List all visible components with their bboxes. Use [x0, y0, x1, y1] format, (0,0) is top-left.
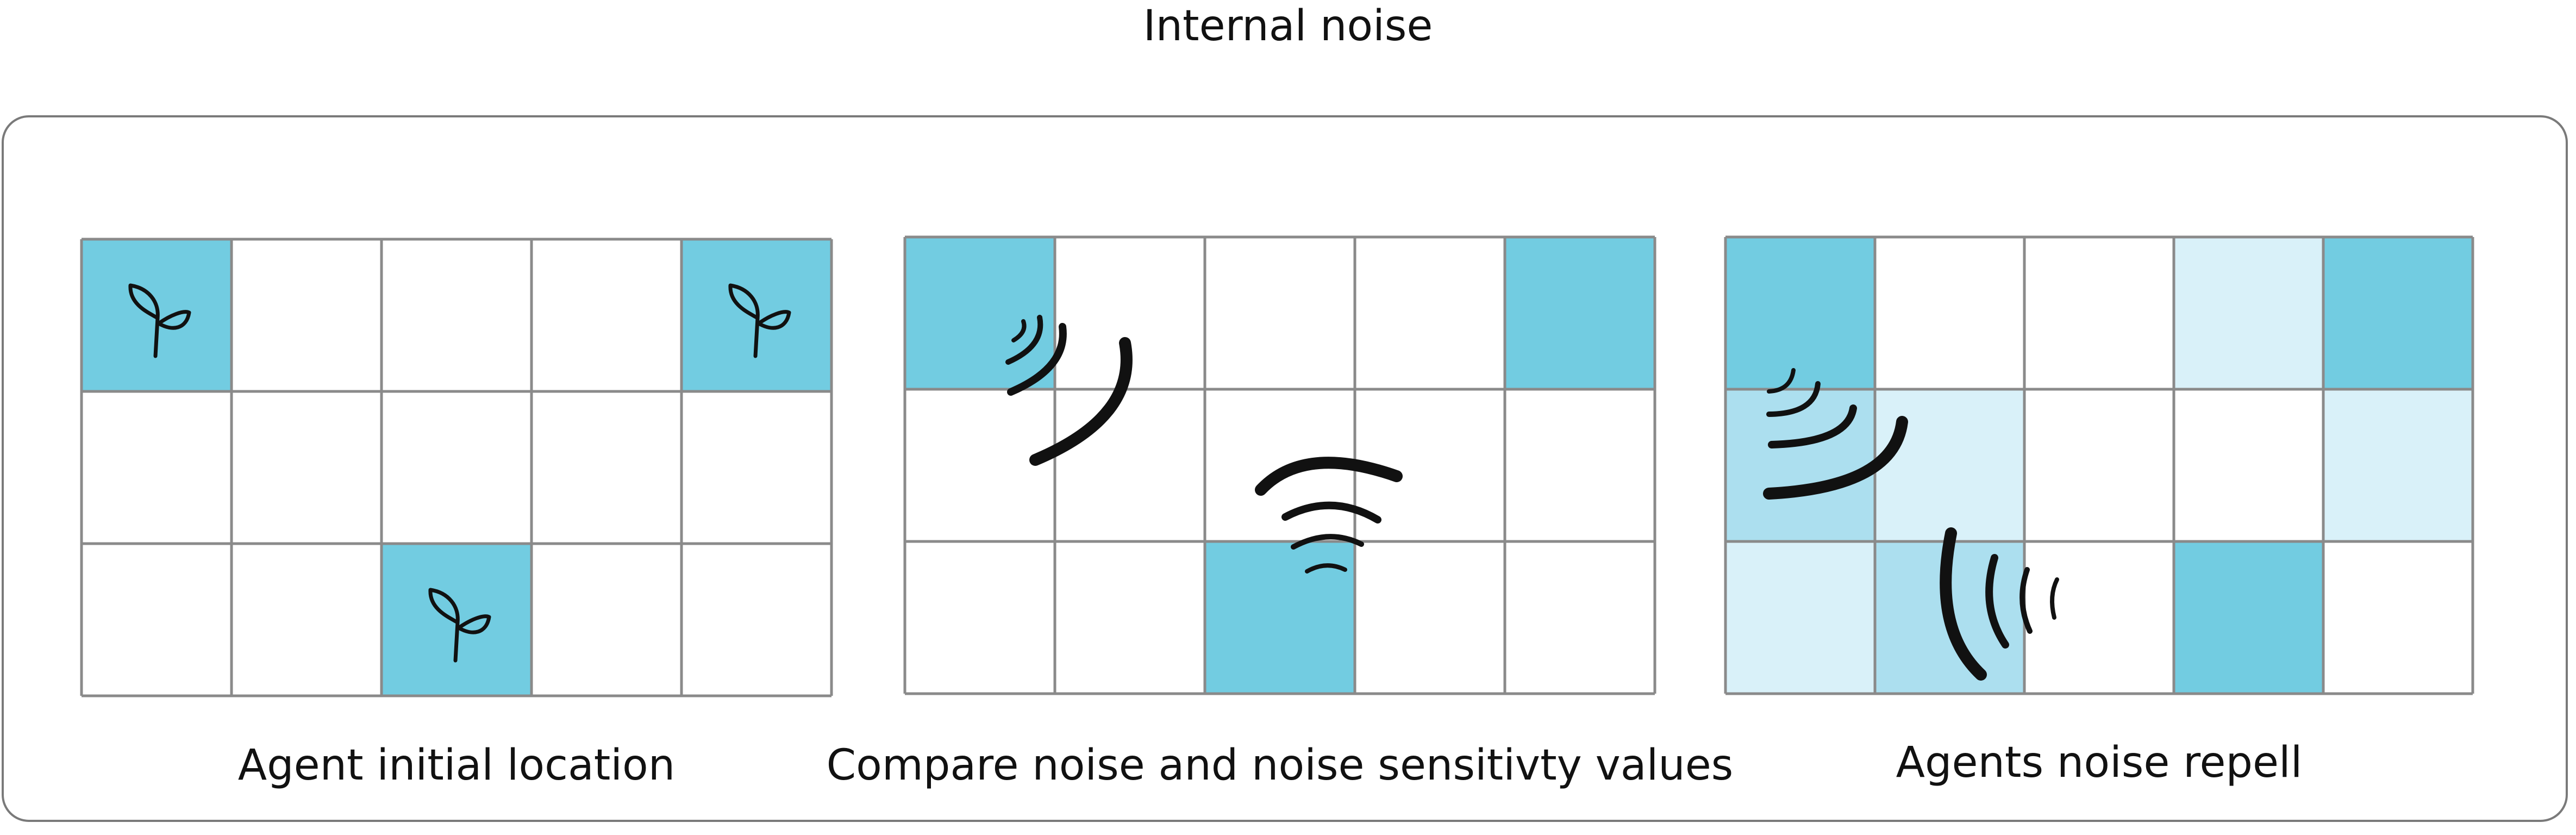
noise-wave-icon [1005, 315, 1133, 466]
caption-agents-noise-repell: Agents noise repell [1896, 738, 2303, 787]
grid-cell-light [2323, 389, 2473, 541]
grid-cell-agent [2323, 237, 2473, 389]
grid-cell-agent [1505, 237, 1655, 389]
panel-agents-noise-repell [1724, 235, 2474, 695]
grid-cell-agent [1725, 237, 1875, 389]
panel-compare-noise [903, 235, 1656, 695]
caption-agent-initial-location: Agent initial location [237, 741, 676, 790]
noise-wave-icon [1255, 457, 1403, 574]
grid-cell-light [2174, 237, 2323, 389]
sprout-icon [128, 283, 191, 358]
grid-cell-agent [2174, 541, 2323, 694]
diagram-title: Internal noise [1143, 2, 1433, 51]
sprout-icon [428, 588, 491, 663]
diagram-frame [2, 115, 2568, 822]
panel-agent-initial-location [80, 238, 833, 697]
caption-compare-noise: Compare noise and noise sensitivty value… [826, 741, 1734, 790]
grid-cell-light [1725, 541, 1875, 694]
noise-wave-icon [1940, 527, 2059, 681]
grid-cell-light [1875, 389, 2024, 541]
sprout-icon [728, 283, 791, 358]
grid-cell-agent [905, 237, 1055, 389]
noise-wave-icon [1763, 368, 1908, 500]
